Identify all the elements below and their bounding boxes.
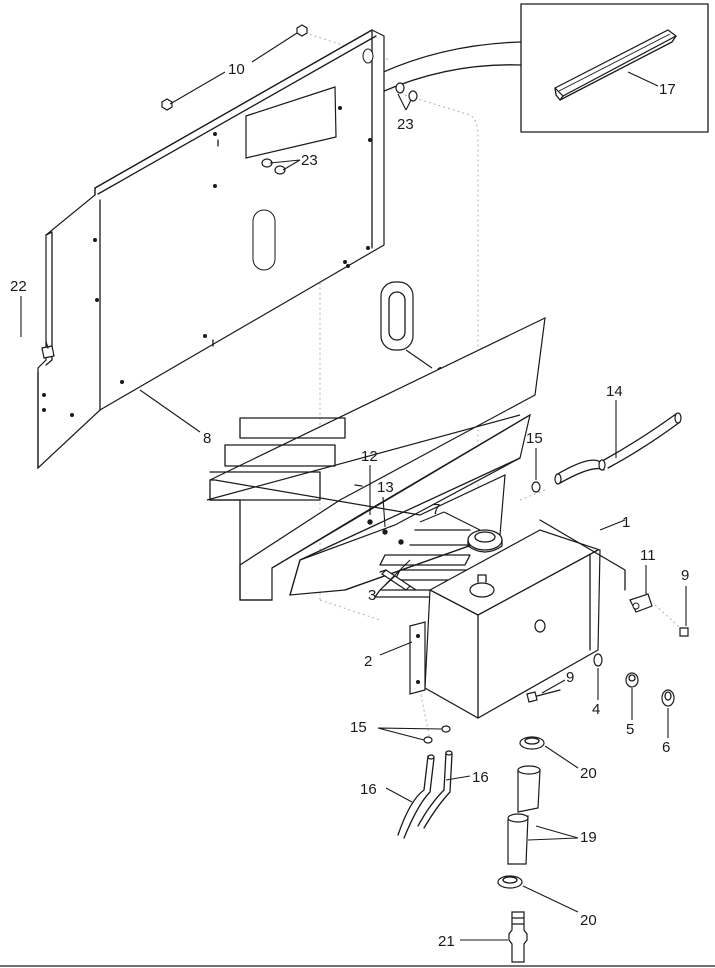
nut-10	[161, 24, 308, 111]
callout-13: 13	[377, 479, 394, 496]
fitting-3	[379, 569, 417, 591]
bolt-9-lower	[526, 689, 561, 703]
callout-10: 10	[228, 61, 245, 78]
callout-21: 21	[438, 933, 455, 950]
leader-10b	[169, 71, 226, 105]
rivet-13	[382, 529, 404, 545]
callout-7: 7	[432, 501, 440, 518]
callout-11: 11	[640, 547, 656, 564]
callout-16-left: 16	[360, 781, 377, 798]
panel-cutout	[245, 86, 337, 159]
callout-9-right: 9	[681, 567, 689, 584]
callout-17: 17	[659, 81, 676, 98]
callout-5: 5	[626, 721, 634, 738]
hose-clamp-20-upper	[519, 736, 545, 750]
channel-strip-17	[553, 29, 678, 101]
callout-15-lower: 15	[350, 719, 367, 736]
callout-23-upper: 23	[397, 116, 414, 133]
fuel-tank-1	[409, 529, 601, 719]
clamp-11	[629, 593, 653, 613]
callout-6: 6	[662, 739, 670, 756]
barb-fitting-21	[508, 911, 528, 963]
callout-15-upper: 15	[526, 430, 543, 447]
panel-oval-slot	[252, 209, 276, 271]
filler-cap-7	[467, 529, 503, 553]
bolt-9-right	[679, 627, 689, 637]
callout-2: 2	[364, 653, 372, 670]
inset-detail-box: 17	[339, 3, 709, 133]
grommet-18	[380, 281, 414, 351]
washer-23-lower	[261, 158, 286, 175]
bracket-2	[409, 621, 426, 695]
callout-1: 1	[622, 514, 630, 531]
leader-8	[139, 389, 201, 433]
hoses-19	[507, 765, 541, 865]
assembly-guide-lines	[279, 32, 686, 741]
hoses-16	[397, 750, 453, 839]
clip-22	[41, 341, 55, 359]
callout-9-lower: 9	[566, 669, 574, 686]
callout-23-lower: 23	[301, 152, 318, 169]
cap-6	[661, 689, 675, 707]
callout-8: 8	[203, 430, 211, 447]
rivet-12	[354, 484, 373, 525]
leader-10a	[251, 32, 298, 63]
callout-4: 4	[592, 701, 600, 718]
callout-14: 14	[606, 383, 623, 400]
side-panel-8	[37, 29, 385, 470]
callout-22: 22	[10, 278, 27, 295]
callout-19: 19	[580, 829, 597, 846]
clip-15-upper	[531, 481, 541, 493]
hose-14	[554, 412, 682, 485]
callout-20-upper: 20	[580, 765, 597, 782]
washer-23-upper	[395, 82, 418, 102]
callout-3: 3	[368, 587, 376, 604]
callout-20-lower: 20	[580, 912, 597, 929]
leader-17	[627, 71, 659, 87]
callout-12: 12	[361, 448, 378, 465]
callout-16-right: 16	[472, 769, 489, 786]
seal-4	[593, 653, 603, 667]
plug-5	[625, 672, 639, 688]
hose-clamp-20-lower	[497, 875, 523, 889]
